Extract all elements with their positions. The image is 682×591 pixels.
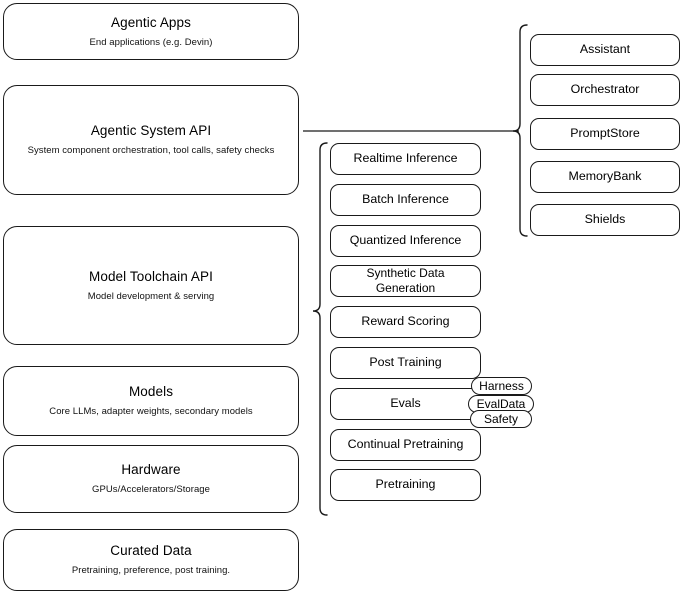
toolchain-item-continual-pretraining[interactable]: Continual Pretraining <box>330 429 481 461</box>
item-label: Batch Inference <box>362 192 449 207</box>
layer-agentic-system-api[interactable]: Agentic System API System component orch… <box>3 85 299 195</box>
layer-subtitle: Model development & serving <box>87 290 215 302</box>
layer-title: Agentic Apps <box>110 14 191 30</box>
toolchain-item-batch-inference[interactable]: Batch Inference <box>330 184 481 216</box>
layer-title: Curated Data <box>110 543 192 559</box>
system-item-assistant[interactable]: Assistant <box>530 34 680 66</box>
toolchain-item-pretraining[interactable]: Pretraining <box>330 469 481 501</box>
item-label: Realtime Inference <box>353 151 458 166</box>
layer-hardware[interactable]: Hardware GPUs/Accelerators/Storage <box>3 445 299 513</box>
toolchain-item-post-training[interactable]: Post Training <box>330 347 481 379</box>
toolchain-item-realtime-inference[interactable]: Realtime Inference <box>330 143 481 175</box>
layer-subtitle: End applications (e.g. Devin) <box>89 36 213 48</box>
item-label: Shields <box>584 212 626 227</box>
item-label: Evals <box>390 396 421 411</box>
toolchain-item-quantized-inference[interactable]: Quantized Inference <box>330 225 481 257</box>
capsule-label: Safety <box>483 412 519 426</box>
layer-subtitle: System component orchestration, tool cal… <box>27 145 275 156</box>
toolchain-item-synthetic-data-generation[interactable]: Synthetic Data Generation <box>330 265 481 297</box>
item-label: PromptStore <box>570 126 640 141</box>
system-item-orchestrator[interactable]: Orchestrator <box>530 74 680 106</box>
layer-title: Model Toolchain API <box>89 268 213 284</box>
layer-agentic-apps[interactable]: Agentic Apps End applications (e.g. Devi… <box>3 3 299 60</box>
evals-subcomponent-harness[interactable]: Harness <box>471 377 532 395</box>
layer-title: Hardware <box>121 462 181 478</box>
item-label: Orchestrator <box>570 82 640 97</box>
item-label: Post Training <box>369 355 442 370</box>
capsule-label: Harness <box>479 379 524 393</box>
toolchain-item-evals[interactable]: Evals <box>330 388 481 420</box>
layer-title: Agentic System API <box>90 123 212 139</box>
layer-subtitle: GPUs/Accelerators/Storage <box>92 484 210 495</box>
layer-model-toolchain-api[interactable]: Model Toolchain API Model development & … <box>3 226 299 345</box>
capsule-label: EvalData <box>476 397 526 411</box>
item-label: Continual Pretraining <box>347 437 464 452</box>
layer-title: Models <box>128 384 174 400</box>
layer-curated-data[interactable]: Curated Data Pretraining, preference, po… <box>3 529 299 591</box>
layer-subtitle: Core LLMs, adapter weights, secondary mo… <box>49 406 253 417</box>
toolchain-item-reward-scoring[interactable]: Reward Scoring <box>330 306 481 338</box>
system-item-memorybank[interactable]: MemoryBank <box>530 161 680 193</box>
item-label: Quantized Inference <box>349 233 462 248</box>
layer-models[interactable]: Models Core LLMs, adapter weights, secon… <box>3 366 299 436</box>
system-item-promptstore[interactable]: PromptStore <box>530 118 680 150</box>
evals-subcomponent-safety[interactable]: Safety <box>470 410 532 428</box>
item-label: MemoryBank <box>568 169 642 184</box>
item-label: Synthetic Data Generation <box>366 266 445 295</box>
item-label: Reward Scoring <box>361 314 450 329</box>
system-item-shields[interactable]: Shields <box>530 204 680 236</box>
item-label: Pretraining <box>375 477 436 492</box>
item-label: Assistant <box>579 42 631 57</box>
layer-subtitle: Pretraining, preference, post training. <box>71 565 231 576</box>
